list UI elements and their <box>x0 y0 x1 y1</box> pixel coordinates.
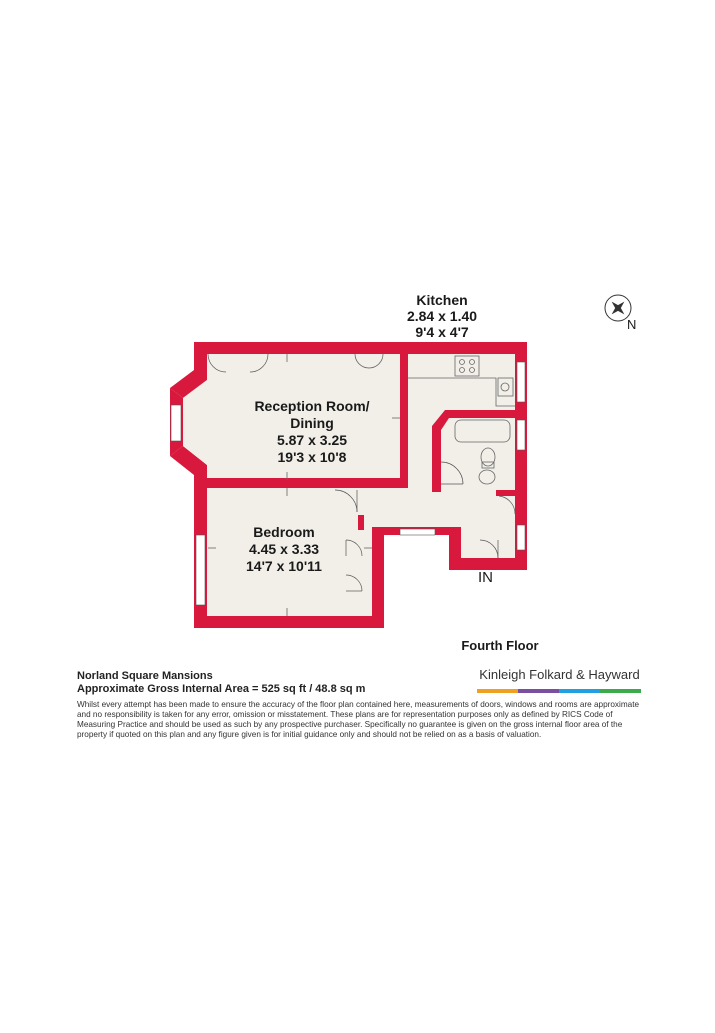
reception-label: Reception Room/ Dining 5.87 x 3.25 19'3 … <box>232 398 392 466</box>
bedroom-metric: 4.45 x 3.33 <box>248 541 320 557</box>
kitchen-label: Kitchen 2.84 x 1.40 9'4 x 4'7 <box>382 292 502 340</box>
reception-metric: 5.87 x 3.25 <box>276 432 348 448</box>
compass-icon <box>604 294 632 322</box>
interior-walls <box>207 354 515 530</box>
doors <box>207 353 516 592</box>
brand-logo: Kinleigh Folkard & Hayward <box>479 667 640 682</box>
brand-color-bar <box>477 689 641 693</box>
kitchen-name: Kitchen <box>416 292 468 308</box>
entrance-label: IN <box>478 569 493 586</box>
floor-label: Fourth Floor <box>461 638 539 653</box>
brand-bar-segment-3 <box>559 689 600 693</box>
brand-bar-segment-1 <box>477 689 518 693</box>
bedroom-imperial: 14'7 x 10'11 <box>246 558 322 574</box>
brand-bar-segment-2 <box>518 689 559 693</box>
reception-imperial: 19'3 x 10'8 <box>277 449 347 465</box>
property-info: Norland Square Mansions Approximate Gros… <box>77 670 647 740</box>
reception-name-line1: Reception Room/ <box>254 398 370 414</box>
bedroom-label: Bedroom 4.45 x 3.33 14'7 x 10'11 <box>214 524 354 575</box>
property-title: Norland Square Mansions <box>77 670 213 682</box>
brand-bar-segment-4 <box>600 689 641 693</box>
reception-name-line2: Dining <box>290 415 334 431</box>
disclaimer-text: Whilst every attempt has been made to en… <box>77 700 640 739</box>
property-area: Approximate Gross Internal Area = 525 sq… <box>77 683 366 695</box>
kitchen-imperial: 9'4 x 4'7 <box>415 324 469 340</box>
north-label: N <box>627 317 637 332</box>
windows <box>170 361 526 606</box>
kitchen-metric: 2.84 x 1.40 <box>406 308 478 324</box>
dimension-ticks <box>208 354 400 616</box>
bedroom-name: Bedroom <box>253 524 315 540</box>
bathroom-fittings <box>454 419 511 485</box>
kitchen-fittings <box>408 355 515 407</box>
